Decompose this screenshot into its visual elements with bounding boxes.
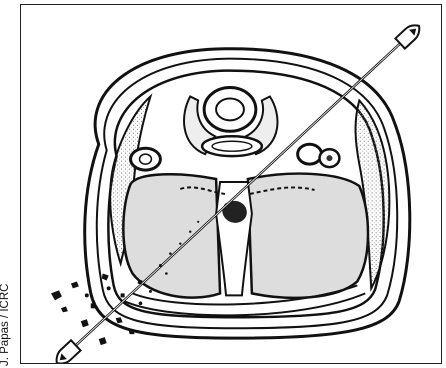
spinal-canal — [216, 98, 244, 120]
esophagus — [202, 136, 262, 156]
chest-cross-section-illustration — [21, 5, 441, 363]
illustration-frame — [20, 4, 442, 364]
bullet-top — [395, 21, 423, 49]
right-vessel-1 — [298, 144, 322, 164]
left-lung — [123, 174, 220, 297]
right-lung — [248, 174, 368, 298]
image-credit: J. Papas / ICRC — [0, 294, 15, 366]
